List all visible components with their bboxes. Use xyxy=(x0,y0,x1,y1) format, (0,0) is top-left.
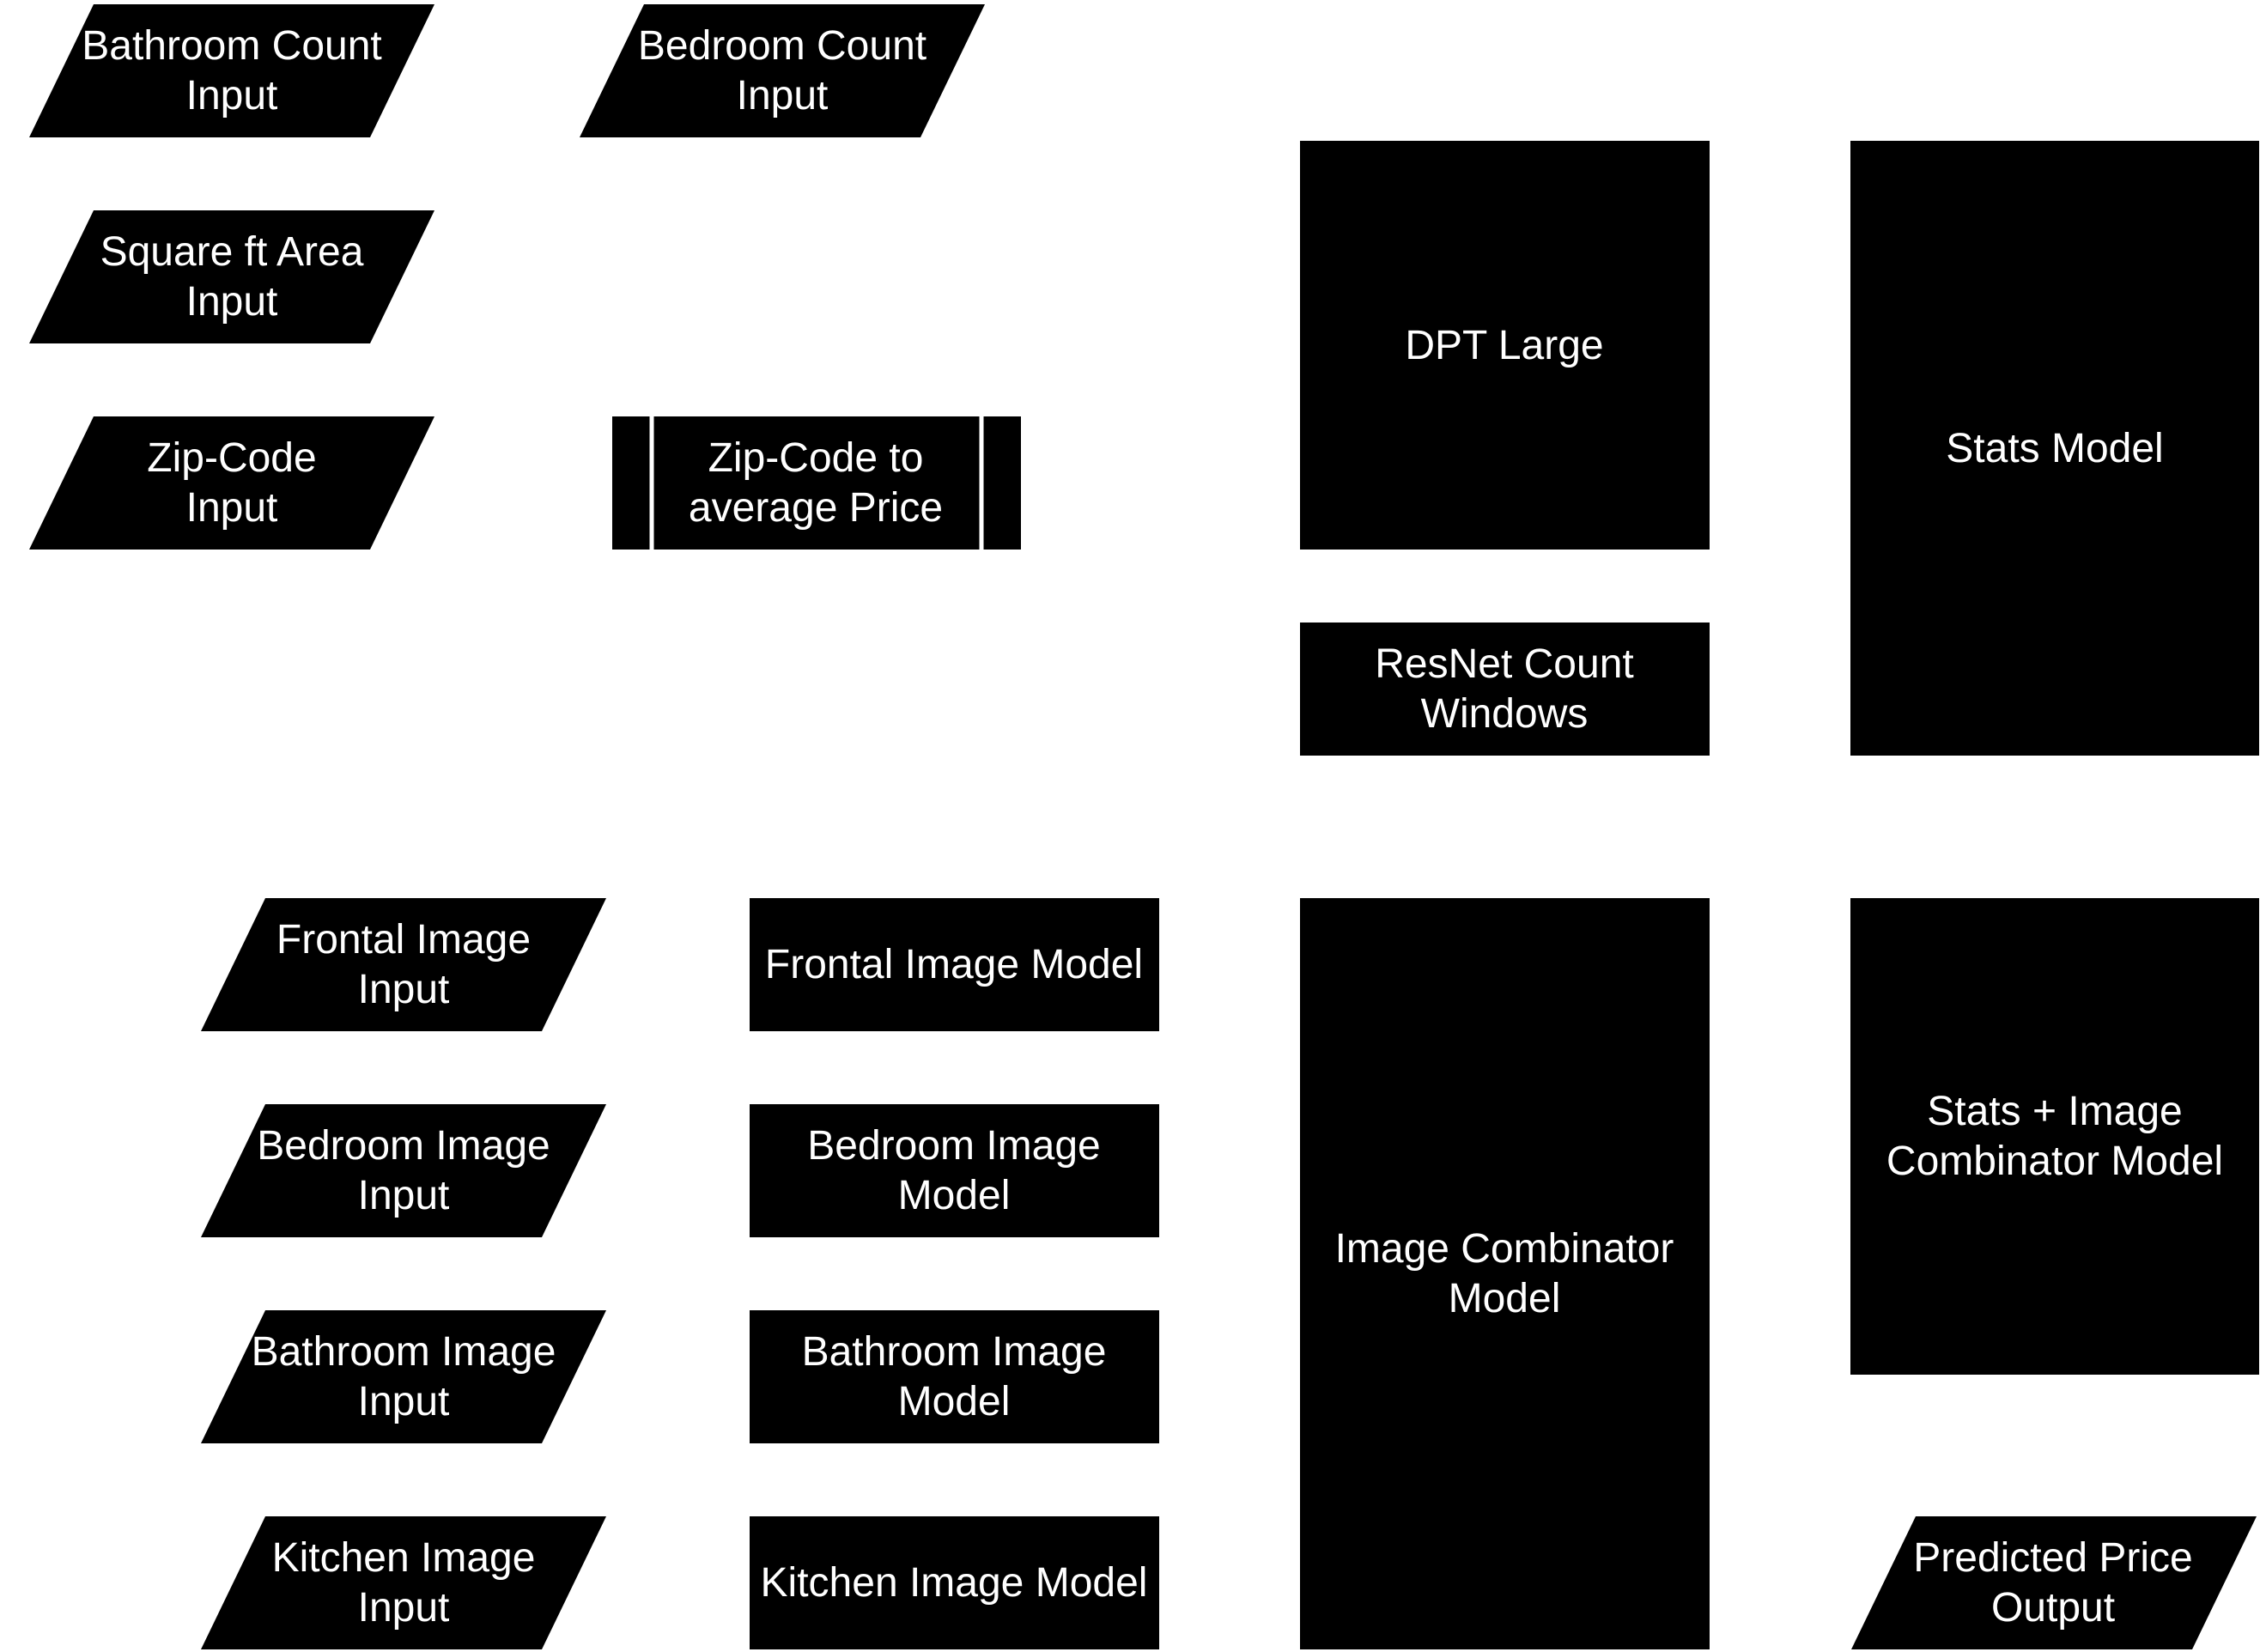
parallelogram-shape xyxy=(29,210,434,343)
process-shape xyxy=(1300,141,1710,550)
label-line: Bathroom Count xyxy=(82,23,382,69)
label-line: Output xyxy=(1991,1585,2115,1631)
label-line: Model xyxy=(898,1379,1011,1424)
kitchen-image-model-label: Kitchen Image Model xyxy=(761,1560,1148,1606)
label-line: DPT Large xyxy=(1405,323,1603,368)
parallelogram-shape xyxy=(580,4,985,137)
label-line: Square ft Area xyxy=(100,229,364,275)
label-line: Bathroom Image xyxy=(252,1329,556,1375)
parallelogram-shape xyxy=(29,416,434,550)
label-line: Model xyxy=(1449,1276,1561,1321)
label-line: Combinator Model xyxy=(1886,1139,2223,1184)
stats-model-label: Stats Model xyxy=(1946,426,2163,471)
label-line: Stats Model xyxy=(1946,426,2163,471)
frontal-image-model-label: Frontal Image Model xyxy=(765,942,1143,987)
label-line: Image Combinator xyxy=(1335,1226,1674,1272)
label-line: average Price xyxy=(689,485,943,531)
label-line: Bedroom Count xyxy=(638,23,926,69)
label-line: Frontal Image xyxy=(276,917,531,963)
label-line: Predicted Price xyxy=(1913,1535,2192,1581)
parallelogram-shape xyxy=(201,1516,606,1649)
label-line: Input xyxy=(737,73,829,118)
label-line: Bedroom Image xyxy=(807,1123,1101,1169)
label-line: Input xyxy=(358,1173,450,1218)
process-shape xyxy=(1300,898,1710,1649)
dpt-large-node: DPT Large xyxy=(1300,141,1710,550)
label-line: Zip-Code to xyxy=(708,435,924,481)
frontal-image-model-node: Frontal Image Model xyxy=(750,898,1159,1031)
label-line: Input xyxy=(186,73,278,118)
process-shape xyxy=(750,1104,1159,1237)
dpt-large-label: DPT Large xyxy=(1405,323,1603,368)
process-shape xyxy=(1850,141,2259,756)
predefined-process-shape xyxy=(612,416,1021,550)
label-line: Input xyxy=(358,1379,450,1424)
label-line: Input xyxy=(186,279,278,325)
parallelogram-shape xyxy=(201,1310,606,1443)
process-shape xyxy=(750,1516,1159,1649)
process-shape xyxy=(1300,623,1710,756)
label-line: Kitchen Image xyxy=(272,1535,536,1581)
label-line: Bathroom Image xyxy=(802,1329,1107,1375)
label-line: ResNet Count xyxy=(1375,641,1633,687)
parallelogram-shape xyxy=(201,1104,606,1237)
label-line: Windows xyxy=(1421,691,1589,737)
label-line: Input xyxy=(186,485,278,531)
label-line: Model xyxy=(898,1173,1011,1218)
kitchen-image-model-node: Kitchen Image Model xyxy=(750,1516,1159,1649)
label-line: Input xyxy=(358,967,450,1012)
process-shape xyxy=(1850,898,2259,1375)
label-line: Kitchen Image Model xyxy=(761,1560,1148,1606)
process-shape xyxy=(750,1310,1159,1443)
process-shape xyxy=(750,898,1159,1031)
label-line: Stats + Image xyxy=(1927,1089,2183,1134)
label-line: Zip-Code xyxy=(147,435,316,481)
label-line: Frontal Image Model xyxy=(765,942,1143,987)
label-line: Bedroom Image xyxy=(257,1123,550,1169)
parallelogram-shape xyxy=(29,4,434,137)
parallelogram-shape xyxy=(1851,1516,2257,1649)
stats-model-node: Stats Model xyxy=(1850,141,2259,756)
parallelogram-shape xyxy=(201,898,606,1031)
label-line: Input xyxy=(358,1585,450,1631)
